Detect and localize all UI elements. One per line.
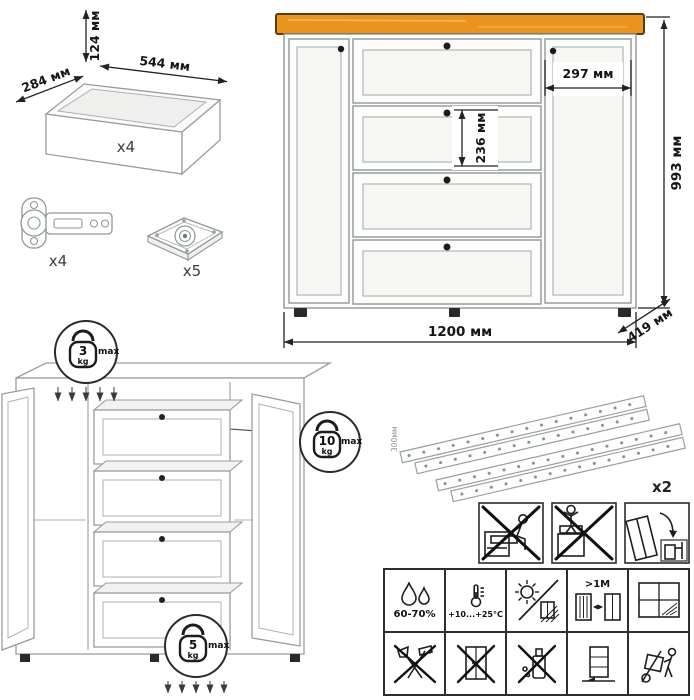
svg-text:419 мм: 419 мм <box>624 305 675 345</box>
hinge-count: x4 <box>49 252 67 270</box>
dim-drawer-width: 544 мм <box>99 53 228 84</box>
thermometer-icon <box>470 583 484 607</box>
open-drawers-icon <box>92 393 301 648</box>
slide-length-label: 300мм <box>390 426 399 452</box>
no-door-load-icon <box>456 644 495 683</box>
svg-text:10: 10 <box>319 434 336 448</box>
load-arrows-drawer <box>164 681 228 694</box>
dim-width: 1200 мм <box>283 312 637 348</box>
drawer-slides-diagram: 300мм x2 <box>390 395 686 503</box>
svg-text:1200 мм: 1200 мм <box>428 324 492 340</box>
drawer-box-count: x4 <box>117 138 135 156</box>
foot-diagram: x5 <box>146 217 224 280</box>
kettlebell-icon <box>68 329 98 369</box>
load-arrows-top <box>54 387 118 402</box>
tip-over-icon <box>624 502 690 564</box>
dim-door-width: 297 мм <box>544 60 632 96</box>
kettlebell-icon <box>312 419 342 459</box>
svg-text:kg: kg <box>321 447 332 456</box>
svg-text:124 мм: 124 мм <box>87 11 102 62</box>
load-limit-drawer: 5 kg max <box>164 614 229 678</box>
leveling-icon <box>581 645 615 682</box>
commode-feet <box>294 308 631 317</box>
sun-icon <box>514 578 559 622</box>
no-tools-icon <box>393 644 436 683</box>
hinge-icon <box>20 197 113 249</box>
warning-icons-row <box>478 502 690 564</box>
right-door-knob <box>549 47 557 55</box>
drawer-box-diagram: x4 124 мм 544 мм 284 мм <box>15 10 228 176</box>
commode-diagram: 297 мм 236 мм 993 мм <box>275 13 685 348</box>
left-door-knob <box>337 45 345 53</box>
load-limit-shelf: 10 kg max <box>299 411 362 473</box>
drawer-2-knob <box>443 109 451 117</box>
drawer-slide-icon <box>399 395 650 475</box>
svg-text:max: max <box>341 437 362 447</box>
heat-distance-icon <box>574 592 621 621</box>
load-limit-top: 3 kg max <box>54 320 119 384</box>
slides-count: x2 <box>652 478 672 496</box>
care-cell-temperature: +10...+25°C <box>446 570 505 631</box>
commode-drawers <box>352 38 542 305</box>
drawer-3-knob <box>443 176 451 184</box>
svg-text:3: 3 <box>79 344 87 358</box>
svg-text:5: 5 <box>189 638 197 652</box>
open-right-door <box>251 393 301 647</box>
foot-count: x5 <box>183 262 201 280</box>
svg-text:236 мм: 236 мм <box>473 113 488 164</box>
care-cell-heat-distance: >1M <box>568 570 627 631</box>
no-climb-icon <box>551 502 617 564</box>
hinge-diagram: x4 <box>20 197 113 270</box>
svg-text:max: max <box>98 347 119 357</box>
care-icon-grid: 60-70% +10...+25°C <box>383 568 690 696</box>
distance-label: >1M <box>584 578 611 590</box>
care-cell-no-tools <box>385 633 444 694</box>
dim-drawer-front-height: 236 мм <box>452 106 498 170</box>
drawer-box-icon <box>44 83 222 176</box>
care-cell-humidity: 60-70% <box>385 570 444 631</box>
kettlebell-icon <box>178 623 208 663</box>
care-cell-ventilation <box>629 570 688 631</box>
care-cell-leveling <box>568 633 627 694</box>
droplets-icon <box>400 581 430 606</box>
load-limit-diagram: 3 kg max 10 kg max <box>1 320 362 694</box>
svg-text:max: max <box>208 641 229 651</box>
no-solvents-icon <box>517 644 556 683</box>
window-icon <box>637 581 680 618</box>
commode-top <box>275 13 645 35</box>
humidity-label: 60-70% <box>393 608 436 620</box>
drawer-4-knob <box>443 243 451 251</box>
svg-text:993 мм: 993 мм <box>669 136 685 191</box>
dim-drawer-height: 124 мм <box>82 10 102 62</box>
commode-left-door <box>288 38 350 304</box>
care-cell-no-door-load <box>446 633 505 694</box>
open-left-door <box>1 387 35 651</box>
svg-text:kg: kg <box>77 357 88 366</box>
care-cell-no-solvents <box>507 633 566 694</box>
drawer-1-knob <box>443 42 451 50</box>
svg-text:297 мм: 297 мм <box>563 66 614 81</box>
foot-icon <box>146 217 224 262</box>
svg-text:kg: kg <box>187 651 198 660</box>
drawer-slide-icon <box>435 423 686 503</box>
care-cell-sunlight <box>507 570 566 631</box>
temperature-label: +10...+25°C <box>448 609 503 619</box>
no-sit-icon <box>478 502 544 564</box>
svg-text:544 мм: 544 мм <box>139 53 191 74</box>
care-cell-transport <box>629 633 688 694</box>
dim-height: 993 мм <box>638 16 685 309</box>
dolly-transport-icon <box>640 647 676 683</box>
